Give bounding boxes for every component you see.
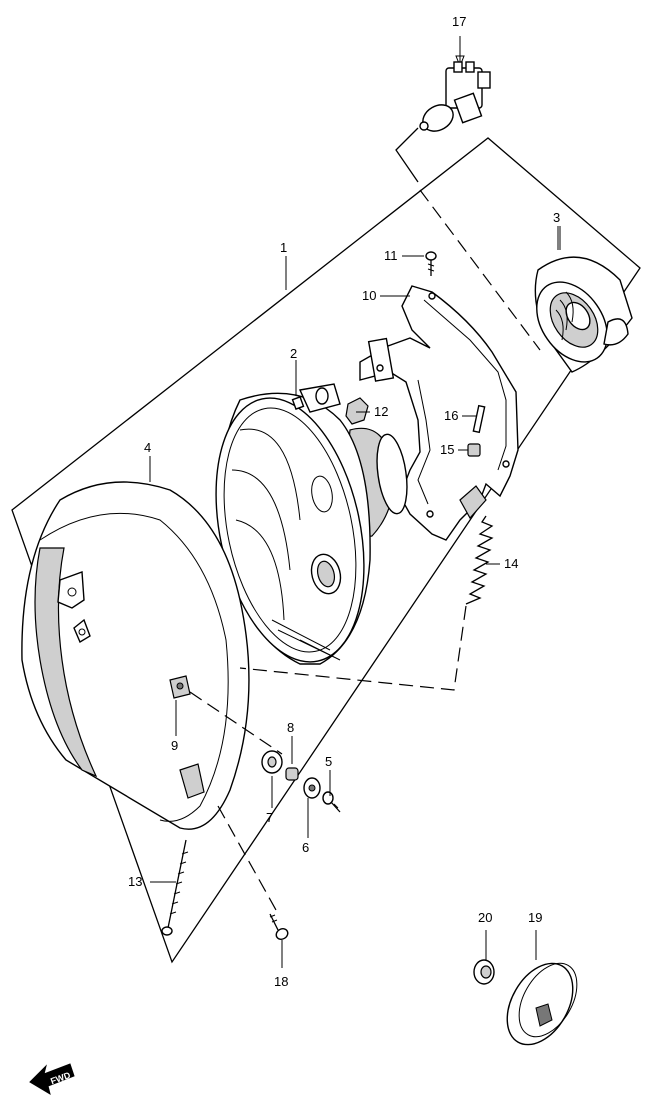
screw-dash-line xyxy=(239,605,467,691)
assembly-boundary xyxy=(11,137,641,964)
callout-14: 14 xyxy=(504,556,518,571)
callout-8: 8 xyxy=(287,720,294,735)
bulb-part-17 xyxy=(419,36,491,132)
callout-12: 12 xyxy=(374,404,388,419)
grommet-part-20 xyxy=(473,959,495,985)
callout-10: 10 xyxy=(362,288,376,303)
cap-part-19 xyxy=(506,962,578,1046)
callout-17: 17 xyxy=(452,14,466,29)
callout-3: 3 xyxy=(553,210,560,225)
callout-5: 5 xyxy=(325,754,332,769)
washer-part-6 xyxy=(303,777,321,799)
bolt-part-13 xyxy=(161,839,189,936)
callout-7: 7 xyxy=(266,810,273,825)
callout-16: 16 xyxy=(444,408,458,423)
clip-part-15 xyxy=(467,443,481,457)
fwd-arrow-icon: FWD xyxy=(29,1063,75,1096)
spring-part-14 xyxy=(465,515,494,605)
nut-part-12 xyxy=(345,397,369,425)
callout-6: 6 xyxy=(302,840,309,855)
callout-9: 9 xyxy=(171,738,178,753)
rear-cover-part-3 xyxy=(534,226,633,373)
callout-leaders xyxy=(149,226,559,968)
callout-13: 13 xyxy=(128,874,142,889)
screw-part-11 xyxy=(425,251,437,276)
mount-dash-line xyxy=(189,691,283,755)
housing-shell-part-4 xyxy=(21,481,250,830)
callout-19: 19 xyxy=(528,910,542,925)
callout-20: 20 xyxy=(478,910,492,925)
callout-4: 4 xyxy=(144,440,151,455)
callout-15: 15 xyxy=(440,442,454,457)
screw-part-18 xyxy=(269,913,289,940)
bulb-leader-bracket xyxy=(395,127,419,183)
callout-2: 2 xyxy=(290,346,297,361)
callout-1: 1 xyxy=(280,240,287,255)
collar-part-8 xyxy=(285,767,299,781)
pin-part-16 xyxy=(472,404,486,434)
cushion-part-7 xyxy=(261,750,283,774)
headlamp-unit-part-2 xyxy=(215,383,408,665)
callout-18: 18 xyxy=(274,974,288,989)
bracket-part-10 xyxy=(359,285,519,541)
screw-part-5 xyxy=(322,791,341,813)
bulb-dash-line xyxy=(419,189,541,351)
callout-11: 11 xyxy=(384,248,398,263)
